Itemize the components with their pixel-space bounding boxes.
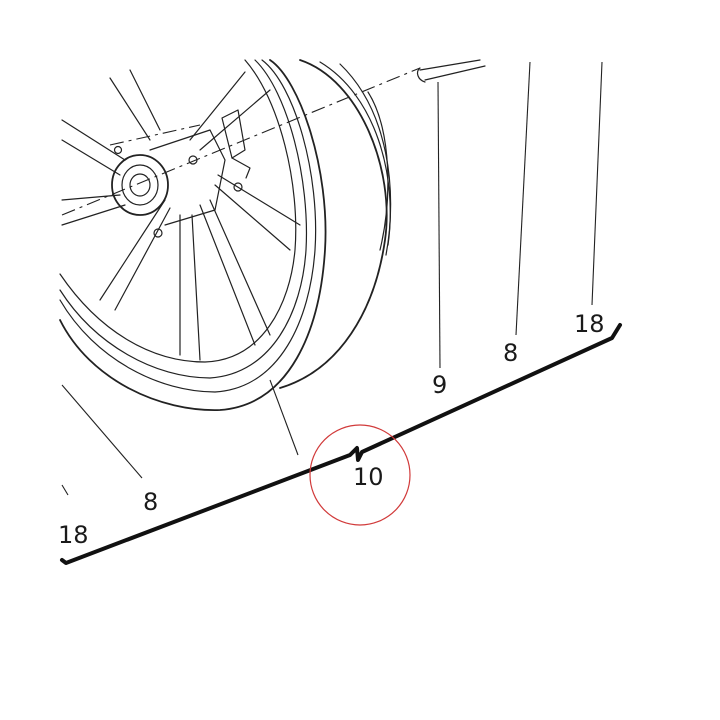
wheel-spokes	[61, 69, 301, 361]
callout-label-18-left: 18	[58, 521, 89, 549]
leader-lines	[61, 61, 603, 496]
tyre	[279, 59, 392, 389]
disc-carrier	[221, 109, 251, 179]
center-axis-lines	[61, 67, 421, 216]
callout-label-9: 9	[432, 371, 447, 399]
callout-label-8-left: 8	[143, 488, 158, 516]
callout-label-18-right: 18	[574, 310, 605, 338]
wheel-hub	[111, 129, 243, 238]
axle-spacer	[416, 59, 486, 83]
group-bracket-line	[60, 323, 622, 565]
wheel-rim	[59, 59, 327, 411]
highlight-circle	[309, 424, 411, 526]
callout-label-8-right: 8	[503, 339, 518, 367]
callout-label-10: 10	[353, 463, 384, 491]
